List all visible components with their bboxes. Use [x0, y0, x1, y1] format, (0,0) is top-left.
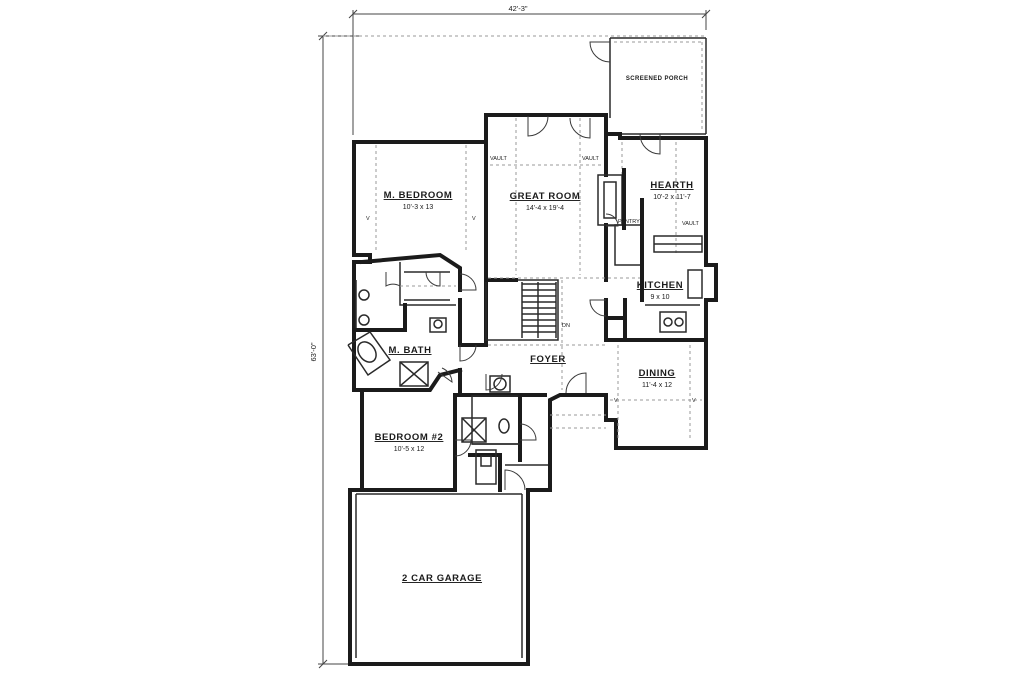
kitchen-fixtures	[645, 235, 703, 333]
vault-note-great-right: VAULT	[582, 156, 600, 162]
overall-width-label: 42'-3"	[508, 4, 527, 13]
fireplace	[597, 168, 626, 230]
m-bath-label: M. BATH	[388, 345, 431, 356]
screened-porch	[589, 37, 707, 135]
vault-note-hearth: VAULT	[682, 221, 700, 227]
garage-label: 2 CAR GARAGE	[402, 573, 482, 584]
great-room-label: GREAT ROOM	[510, 191, 581, 202]
pantry-label: PANTRY	[618, 219, 640, 225]
dining-label: DINING	[639, 368, 676, 379]
dimension-lines	[318, 9, 711, 669]
ceiling-mark-dining-left: V	[614, 398, 618, 404]
m-bedroom-label: M. BEDROOM	[384, 190, 453, 201]
ceiling-mark-bedroom-right: V	[472, 216, 476, 222]
bedroom2-label: BEDROOM #2	[375, 432, 444, 443]
ceiling-mark-bedroom-left: V	[366, 216, 370, 222]
kitchen-size: 9 x 10	[650, 294, 669, 301]
staircase	[521, 282, 557, 338]
garage-details	[355, 493, 523, 658]
doors	[385, 115, 661, 491]
exterior-walls	[348, 113, 718, 666]
screened-porch-label: SCREENED PORCH	[626, 76, 688, 82]
dining-size: 11'-4 x 12	[642, 382, 672, 389]
foyer-label: FOYER	[530, 354, 566, 365]
kitchen-label: KITCHEN	[637, 280, 683, 291]
overall-depth-label: 63'-0"	[309, 342, 318, 361]
bedroom2-size: 10'-5 x 12	[394, 446, 425, 453]
m-bedroom-size: 10'-3 x 13	[403, 204, 434, 211]
great-room-size: 14'-4 x 19'-4	[526, 205, 564, 212]
vault-note-great-left: VAULT	[490, 156, 508, 162]
ceiling-mark-dining-right: V	[692, 398, 696, 404]
stair-down-label: DN	[562, 323, 570, 329]
hearth-label: HEARTH	[650, 180, 693, 191]
bath-fixtures	[347, 280, 511, 485]
ceiling-lines	[375, 118, 702, 440]
hearth-size: 10'-2 x 11'-7	[653, 194, 691, 201]
interior-walls	[352, 132, 708, 492]
